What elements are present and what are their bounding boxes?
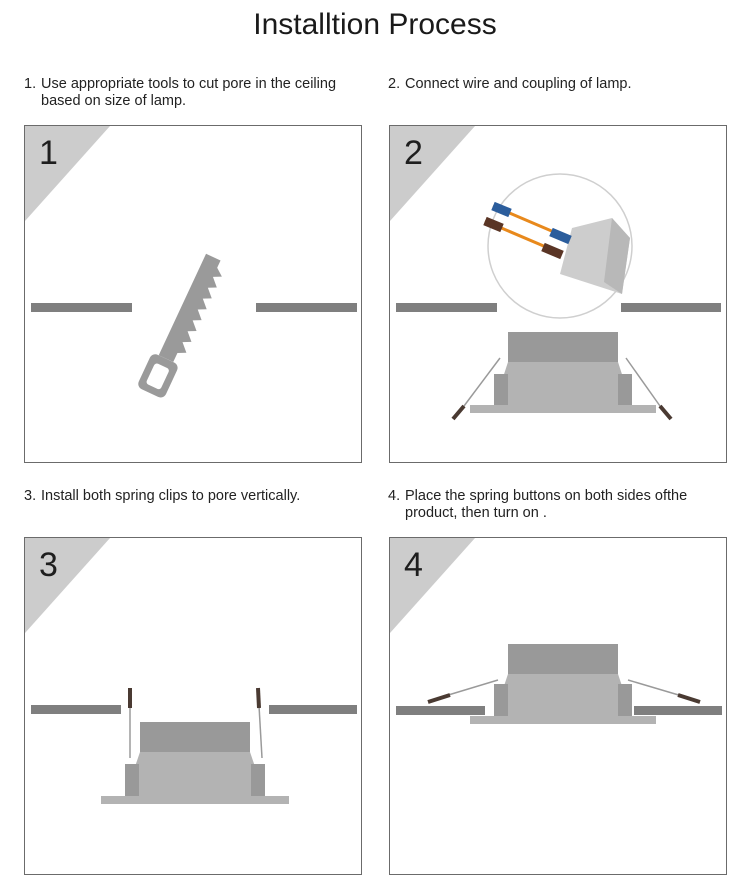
ceiling-left <box>396 303 497 312</box>
step-4-illustration <box>390 538 722 724</box>
step-2-panel: 2 <box>389 125 727 463</box>
step-3-caption-number: 3. <box>24 488 37 504</box>
step-2-caption-number: 2. <box>388 76 401 92</box>
step-2-illustration <box>390 126 721 421</box>
ceiling-left <box>396 706 485 715</box>
step-4-caption-number: 4. <box>388 488 401 504</box>
step-2-caption-text: Connect wire and coupling of lamp. <box>405 76 632 92</box>
ceiling-left <box>31 705 121 714</box>
step-4-panel: 4 <box>389 537 727 875</box>
spring-clip-icon <box>451 357 673 421</box>
lamp-icon <box>101 722 289 804</box>
ceiling-right <box>256 303 357 312</box>
step-2-caption: 2. Connect wire and coupling of lamp. <box>388 76 733 93</box>
corner-triangle <box>390 538 475 633</box>
ceiling-right <box>269 705 357 714</box>
step-4-caption-text: Place the spring buttons on both sides o… <box>405 488 688 521</box>
step-3-illustration <box>25 538 357 804</box>
lamp-icon <box>470 644 656 724</box>
step-4-number: 4 <box>404 546 423 584</box>
step-1-caption-text: Use appropriate tools to cut pore in the… <box>41 76 337 109</box>
saw-icon <box>138 253 222 398</box>
step-1-illustration <box>25 126 357 398</box>
step-2-number: 2 <box>404 134 423 172</box>
corner-triangle <box>390 126 475 221</box>
step-3-panel: 3 <box>24 537 362 875</box>
spring-clip-icon <box>427 679 701 704</box>
ceiling-right <box>634 706 722 715</box>
step-1-panel: 1 <box>24 125 362 463</box>
corner-triangle <box>25 126 110 221</box>
step-1-caption-number: 1. <box>24 76 37 92</box>
step-3-number: 3 <box>39 546 58 584</box>
page-title: Installtion Process <box>253 8 497 41</box>
step-4-caption: 4. Place the spring buttons on both side… <box>388 488 728 522</box>
step-3-caption: 3. Install both spring clips to pore ver… <box>24 488 374 505</box>
step-1-number: 1 <box>39 134 58 172</box>
step-3-caption-text: Install both spring clips to pore vertic… <box>41 488 301 504</box>
ceiling-left <box>31 303 132 312</box>
spring-clip-icon <box>128 687 263 759</box>
corner-triangle <box>25 538 110 633</box>
wire-connector-icon <box>483 173 633 319</box>
lamp-icon <box>470 332 656 413</box>
step-1-caption: 1. Use appropriate tools to cut pore in … <box>24 76 374 110</box>
ceiling-right <box>621 303 721 312</box>
